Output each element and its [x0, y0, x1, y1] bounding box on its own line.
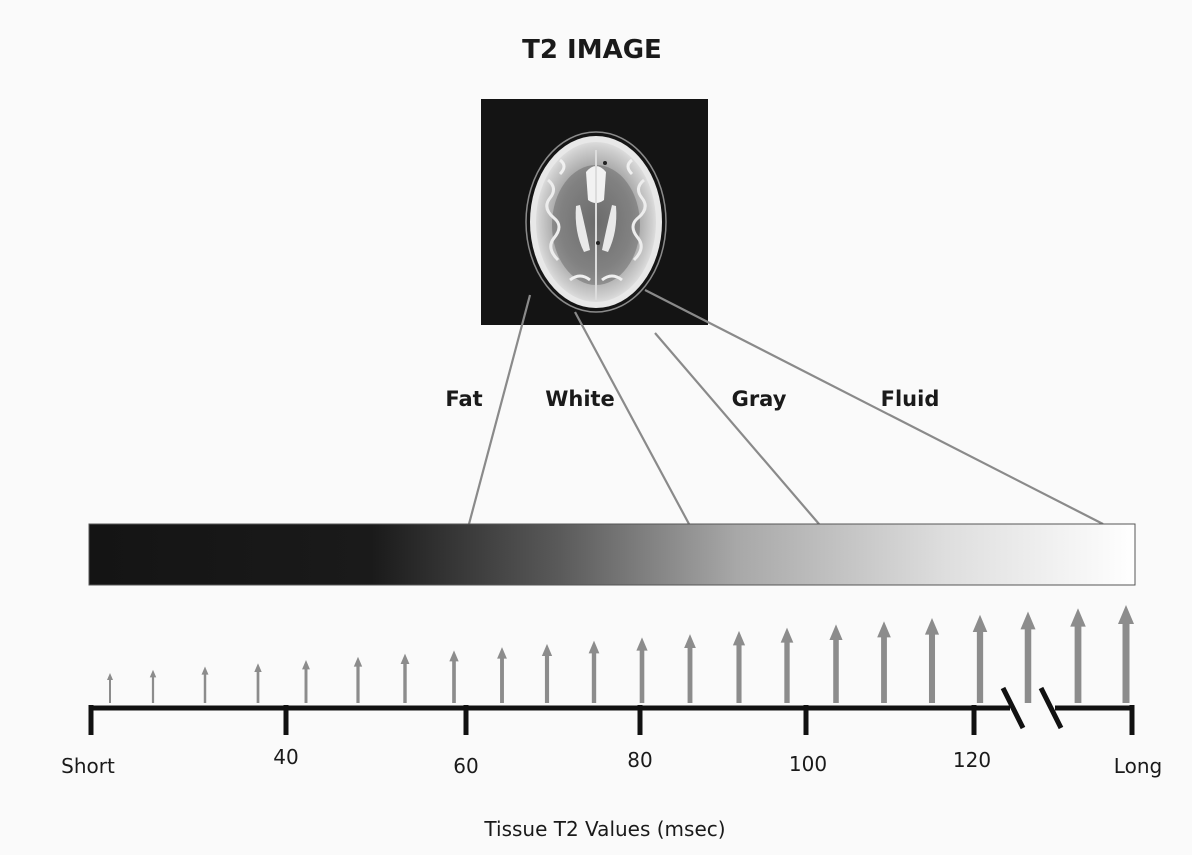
arrow-head: [829, 624, 842, 640]
arrow-head: [589, 641, 600, 654]
arrow-head: [1118, 605, 1134, 624]
arrow-head: [542, 644, 552, 656]
tick-label-60: 60: [453, 754, 478, 778]
arrow-head: [781, 628, 794, 643]
arrow-head: [925, 618, 939, 635]
arrow-head: [202, 667, 209, 675]
arrow-head: [107, 673, 113, 680]
arrow-head: [449, 650, 458, 661]
arrow-head: [354, 657, 362, 667]
t2-arrows: [107, 605, 1134, 703]
arrow-head: [684, 634, 696, 648]
tissue-label-fat: Fat: [445, 387, 482, 411]
connector-white: [575, 312, 689, 524]
arrow-head: [1070, 608, 1086, 626]
diagram-title: T2 IMAGE: [522, 35, 662, 65]
arrow-head: [401, 654, 410, 664]
connector-fluid: [645, 290, 1103, 524]
arrow-head: [733, 631, 745, 645]
tick-label-short: Short: [61, 754, 115, 778]
arrow-head: [636, 637, 647, 650]
arrow-head: [254, 663, 261, 672]
tick-label-100: 100: [789, 752, 827, 776]
arrow-head: [877, 621, 891, 637]
axis-title: Tissue T2 Values (msec): [483, 817, 725, 841]
brain-mri-image: [481, 99, 708, 325]
arrow-head: [302, 660, 310, 669]
arrow-head: [497, 647, 507, 659]
t2-axis: [91, 688, 1132, 735]
tissue-label-gray: Gray: [732, 387, 787, 411]
arrow-head: [1020, 611, 1035, 629]
arrow-head: [973, 615, 988, 632]
tissue-label-fluid: Fluid: [881, 387, 940, 411]
connector-gray: [655, 333, 819, 524]
t2-gradient-bar: [89, 524, 1135, 585]
arrow-head: [150, 670, 156, 678]
tick-label-long: Long: [1114, 754, 1162, 778]
tissue-label-white: White: [545, 387, 615, 411]
tick-label-80: 80: [627, 748, 652, 772]
tick-label-120: 120: [953, 748, 991, 772]
tick-label-40: 40: [273, 745, 298, 769]
